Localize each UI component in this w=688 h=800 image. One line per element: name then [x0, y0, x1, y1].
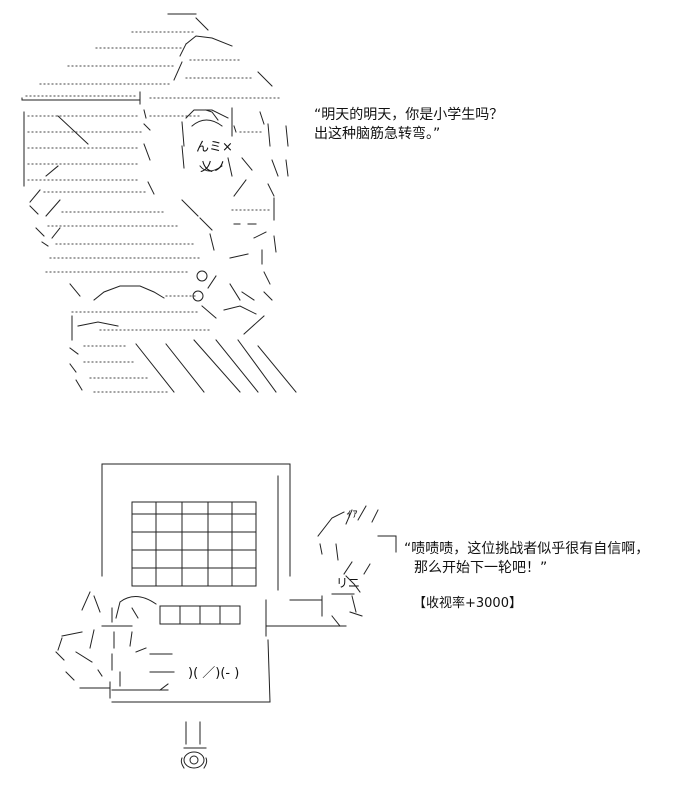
robot-base-text: )( ／)(- ) — [188, 666, 240, 681]
top-panel: んミ× 乂ノ “明天的明天，你是小学生吗？ 出这种脑筋急转弯。” — [21, 13, 503, 393]
speech-1-line-2: 出这种脑筋急转弯。” — [314, 126, 441, 142]
speech-2-line-2: 那么开始下一轮吧！” — [414, 560, 548, 576]
speech-bubble-1: “明天的明天，你是小学生吗？ 出这种脑筋急转弯。” — [314, 106, 503, 144]
screen-grid — [131, 501, 257, 587]
speech-bubble-2: “啧啧啧，这位挑战者似乎很有自信啊， 那么开始下一轮吧！” — [404, 540, 649, 578]
face-mouth-text: 乂ノ — [200, 160, 227, 175]
rating-caption: 【收视率+3000】 — [413, 596, 522, 611]
ascii-art-robot-figure — [55, 463, 397, 769]
speech-2-line-1: “啧啧啧，这位挑战者似乎很有自信啊， — [404, 541, 650, 557]
ascii-art-host-figure — [21, 13, 297, 393]
speech-1-line-1: “明天的明天，你是小学生吗？ — [314, 107, 504, 123]
robot-arm-text: リニ — [336, 576, 361, 590]
face-eyes-text: んミ× — [196, 140, 233, 155]
robot-hand-text: ｨｧ — [346, 506, 359, 520]
bottom-panel: ｨｧ リニ )( ／)(- ) “啧啧啧，这位挑战者似乎很有自信啊， 那么开始下… — [0, 440, 688, 800]
